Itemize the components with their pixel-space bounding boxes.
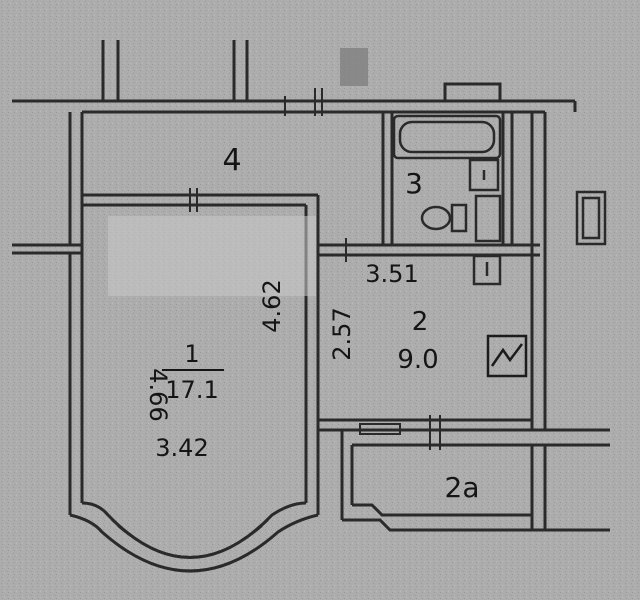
sink: [468, 158, 500, 192]
room-1-area: 17.1: [165, 376, 218, 404]
room-1-length: 4.66: [144, 368, 172, 421]
room-2a-label: 2a: [445, 471, 480, 504]
radiator: [575, 190, 607, 246]
room-2-length: 2.57: [328, 307, 356, 360]
room-2-width: 3.51: [365, 260, 418, 288]
bathtub: [392, 114, 502, 160]
pixelated-logo: [340, 48, 368, 86]
room-2-number: 2: [412, 307, 429, 337]
ventilation-shaft: [472, 254, 502, 286]
room-1-width: 3.42: [155, 434, 208, 462]
room-1-number: 1: [184, 340, 199, 368]
window-marks: [189, 88, 441, 450]
toilet: [420, 194, 502, 243]
room-3-number: 3: [405, 167, 423, 200]
walls: [12, 40, 610, 573]
stove: [486, 334, 528, 378]
room-2-area: 9.0: [397, 345, 438, 375]
room-4-number: 4: [222, 143, 241, 178]
watermark-patch: [108, 216, 316, 296]
room-1-inner-side: 4.62: [258, 279, 286, 332]
